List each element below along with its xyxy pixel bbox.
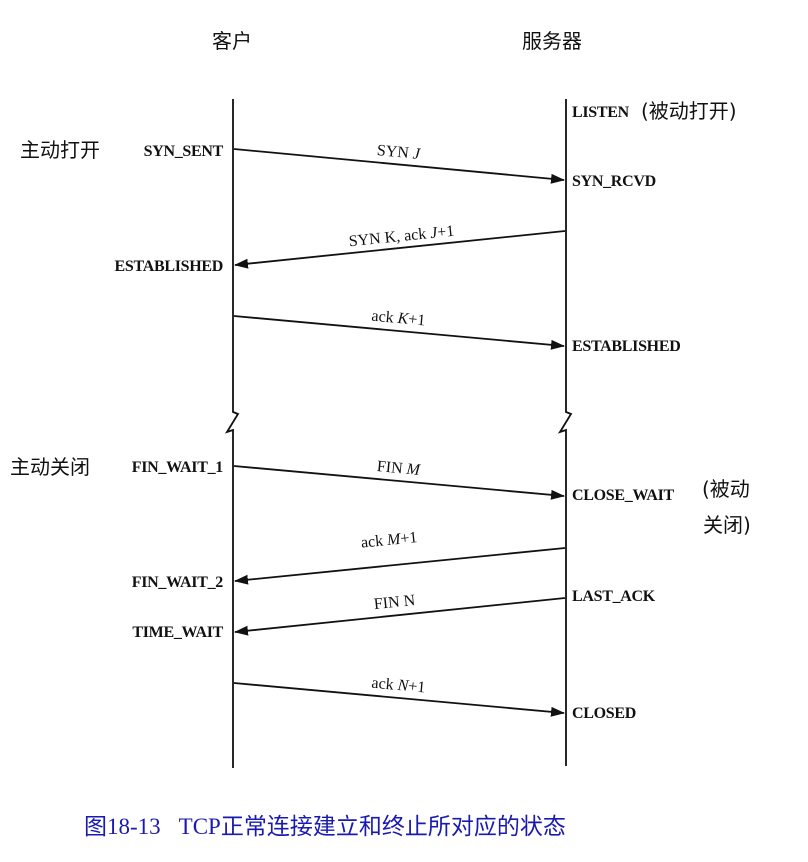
active-open-note: 主动打开 [20,138,100,162]
arrow-fin-m [233,465,565,500]
message-label-syn-j: SYN J [376,142,421,163]
client-header: 客户 [212,29,252,53]
message-label-syn-k-ack-j: SYN K, ack J+1 [348,223,455,251]
figure-caption: 图18-13 TCP正常连接建立和终止所对应的状态 [84,814,566,839]
arrow-ack-m [234,547,566,585]
message-label-fin-m: FIN M [376,458,422,479]
arrow-ack-n [233,682,565,717]
client-state-fin-wait-1: FIN_WAIT_1 [132,459,224,476]
arrow-ack-k [233,315,565,350]
server-state-listen: LISTEN [572,104,630,121]
figure-title: TCP正常连接建立和终止所对应的状态 [179,814,566,839]
client-state-time-wait: TIME_WAIT [132,624,223,641]
passive-close-note-line1: (被动 [702,477,750,501]
arrow-syn-k-ack [234,230,566,269]
arrow-syn-j [233,148,565,184]
client-state-established: ESTABLISHED [115,258,223,275]
server-header: 服务器 [522,29,582,53]
client-state-syn-sent: SYN_SENT [144,143,224,160]
server-state-established: ESTABLISHED [572,338,680,355]
passive-open-note: (被动打开) [641,99,737,123]
client-state-fin-wait-2: FIN_WAIT_2 [132,574,224,591]
arrow-fin-n [234,597,566,636]
figure-number: 图18-13 [84,814,161,839]
server-state-closed: CLOSED [572,705,636,722]
server-state-last-ack: LAST_ACK [572,588,656,605]
server-state-syn-rcvd: SYN_RCVD [572,173,656,190]
message-label-fin-n: FIN N [373,592,416,613]
message-label-ack-n: ack N+1 [371,675,426,697]
message-label-ack-m: ack M+1 [360,529,418,552]
active-close-note: 主动关闭 [10,455,90,479]
message-label-ack-k: ack K+1 [371,308,426,330]
server-state-close-wait: CLOSE_WAIT [572,487,675,504]
server-timeline [557,99,573,766]
client-timeline [224,99,240,768]
passive-close-note-line2: 关闭) [703,513,751,537]
